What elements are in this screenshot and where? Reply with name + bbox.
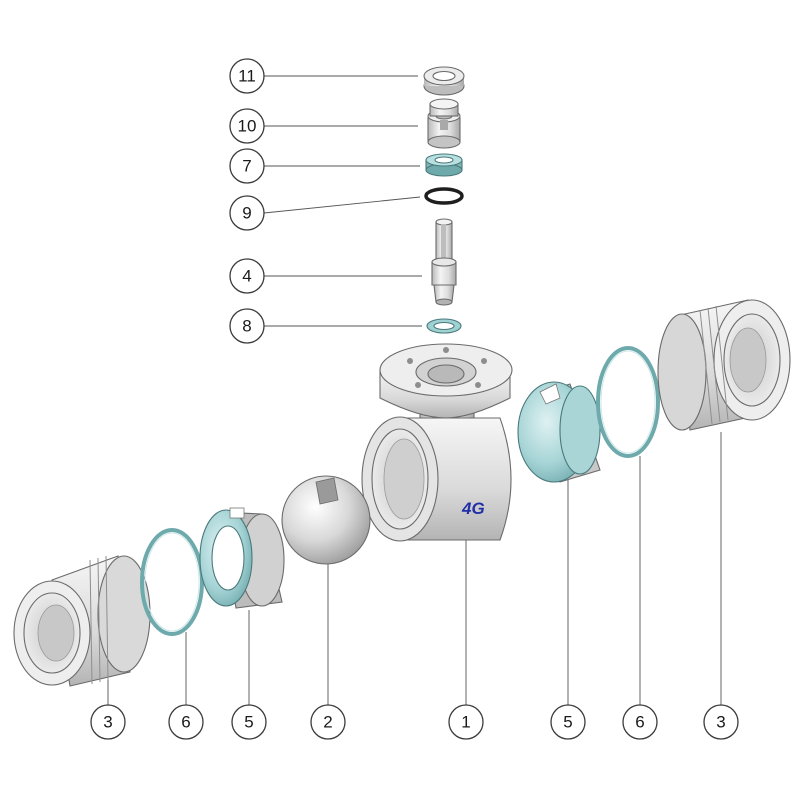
callout-1: 1	[448, 704, 484, 740]
part-4-stem	[431, 218, 457, 306]
part-5-seat-right	[517, 381, 601, 483]
callout-label: 2	[323, 713, 332, 732]
part-1-valve-body: 4G	[361, 343, 513, 542]
callout-label: 3	[103, 713, 112, 732]
callout-label: 8	[242, 317, 251, 336]
callout-11: 11	[229, 58, 265, 94]
leader-lines	[107, 75, 722, 705]
brand-logo: 4G	[461, 499, 485, 518]
part-3-end-connector-right	[657, 299, 791, 431]
part-9-o-ring	[424, 187, 464, 205]
part-6-gasket-left	[140, 528, 204, 636]
callout-label: 1	[461, 713, 470, 732]
callout-3-left: 3	[90, 704, 126, 740]
callout-6-right: 6	[622, 704, 658, 740]
callout-10: 10	[229, 108, 265, 144]
callout-8: 8	[229, 308, 265, 344]
callout-6-left: 6	[168, 704, 204, 740]
callout-label: 10	[238, 117, 257, 136]
part-6-gasket-right	[596, 346, 660, 458]
part-7-stem-seal	[425, 153, 463, 177]
callout-5-left: 5	[231, 704, 267, 740]
callout-label: 5	[563, 713, 572, 732]
callout-label: 11	[238, 67, 256, 86]
callout-label: 4	[242, 267, 251, 286]
part-10-gland	[427, 98, 461, 149]
callout-9: 9	[229, 195, 265, 231]
callout-label: 9	[242, 204, 251, 223]
callout-2: 2	[310, 704, 346, 740]
callout-5-right: 5	[550, 704, 586, 740]
part-2-ball	[281, 475, 371, 565]
callout-4: 4	[229, 258, 265, 294]
callout-label: 3	[716, 713, 725, 732]
callout-label: 6	[635, 713, 644, 732]
part-11-stem-nut	[423, 66, 465, 96]
callout-7: 7	[229, 148, 265, 184]
part-3-end-connector-left	[13, 555, 151, 687]
callout-3-right: 3	[703, 704, 739, 740]
part-8-thrust-washer	[426, 318, 462, 334]
part-5-seat-left	[199, 507, 285, 609]
callout-label: 6	[181, 713, 190, 732]
callout-label: 5	[244, 713, 253, 732]
callout-label: 7	[242, 157, 251, 176]
